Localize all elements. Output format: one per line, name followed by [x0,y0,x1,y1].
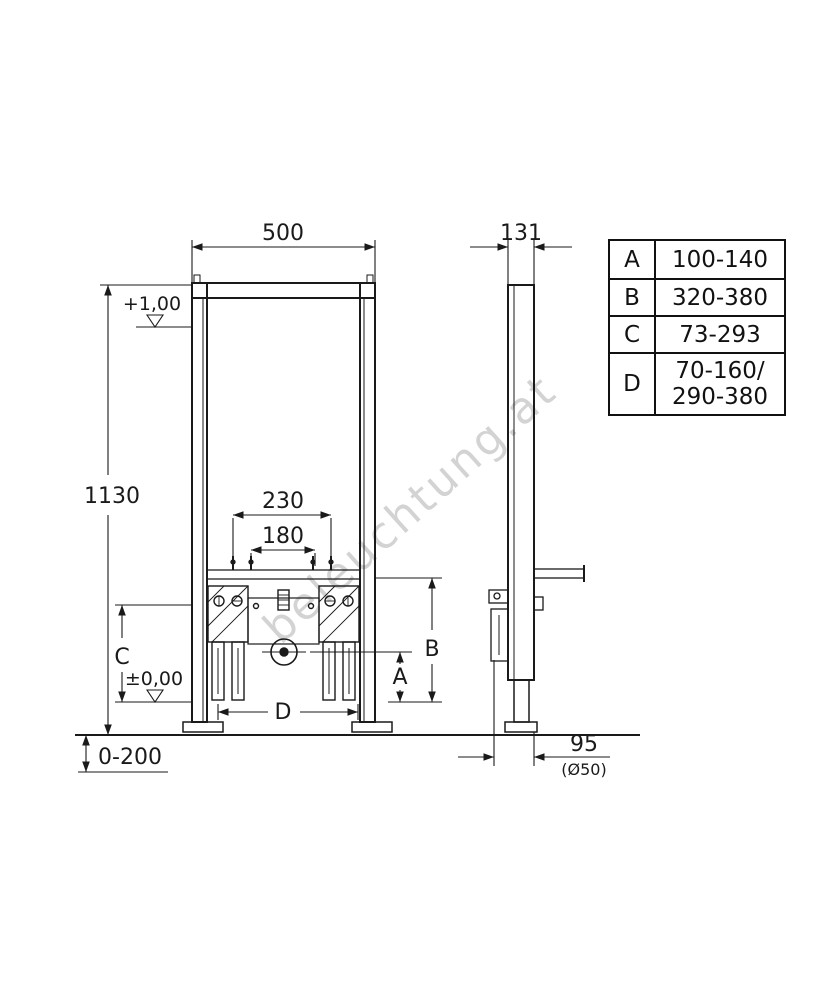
dim-a [310,651,412,702]
floor-adjust-label: 0-200 [98,745,162,770]
right-fixing-bracket [318,585,360,701]
dim-b-label: B [424,637,439,662]
drain-diameter-label: (Ø50) [561,760,606,779]
dim-spacing-180 [250,546,316,566]
level-mark-zero [115,689,192,703]
dimensions [75,240,640,773]
table-label-d: D [610,352,656,414]
dim-height-1130 [100,284,192,735]
dim-width-label: 500 [262,221,304,246]
drain-assembly [247,589,320,666]
dim-d [217,704,359,720]
dim-offset-95 [458,660,610,766]
table-value-a: 100-140 [671,246,769,273]
dim-height-label: 1130 [84,484,140,509]
table-label-b: B [610,278,656,315]
table-label-a: A [610,241,656,278]
table-value-b: 320-380 [656,278,784,315]
table-label-c: C [610,315,656,352]
dim-depth-label: 131 [500,221,542,246]
dim-offset-label: 95 [570,732,598,757]
dim-spacing-inner-label: 180 [262,524,304,549]
dim-floor-adjust [78,735,168,773]
rail-profile-lines [193,274,374,722]
dim-b [375,577,442,703]
side-rail [507,284,535,681]
wall-support-arm [533,568,585,579]
left-fixing-bracket [207,585,249,701]
dim-d-label: D [275,700,292,725]
dim-width-500 [191,240,376,283]
dim-a-label: A [392,665,407,690]
level-upper-label: +1,00 [123,293,181,315]
dim-depth-131 [470,240,572,285]
table-value-c: 73-293 [656,315,784,352]
table-value-d-line2: 290-380 [671,384,769,410]
table-value-d-line1: 70-160/ [675,357,765,384]
dim-spacing-230 [232,511,332,566]
dim-c [115,604,192,702]
frame-feet [182,721,393,733]
dim-spacing-outer-label: 230 [262,489,304,514]
table-value-d: 70-160/ 290-380 [656,352,784,414]
side-view [488,284,585,733]
side-bracket-plates [488,589,544,662]
dimension-range-table: A 100-140 B 320-380 C 73-293 D 70-160/ 2… [608,239,786,416]
side-foot [513,679,530,723]
level-mark-upper [136,314,192,328]
level-zero-label: ±0,00 [125,668,183,690]
dim-c-label: C [114,645,129,670]
